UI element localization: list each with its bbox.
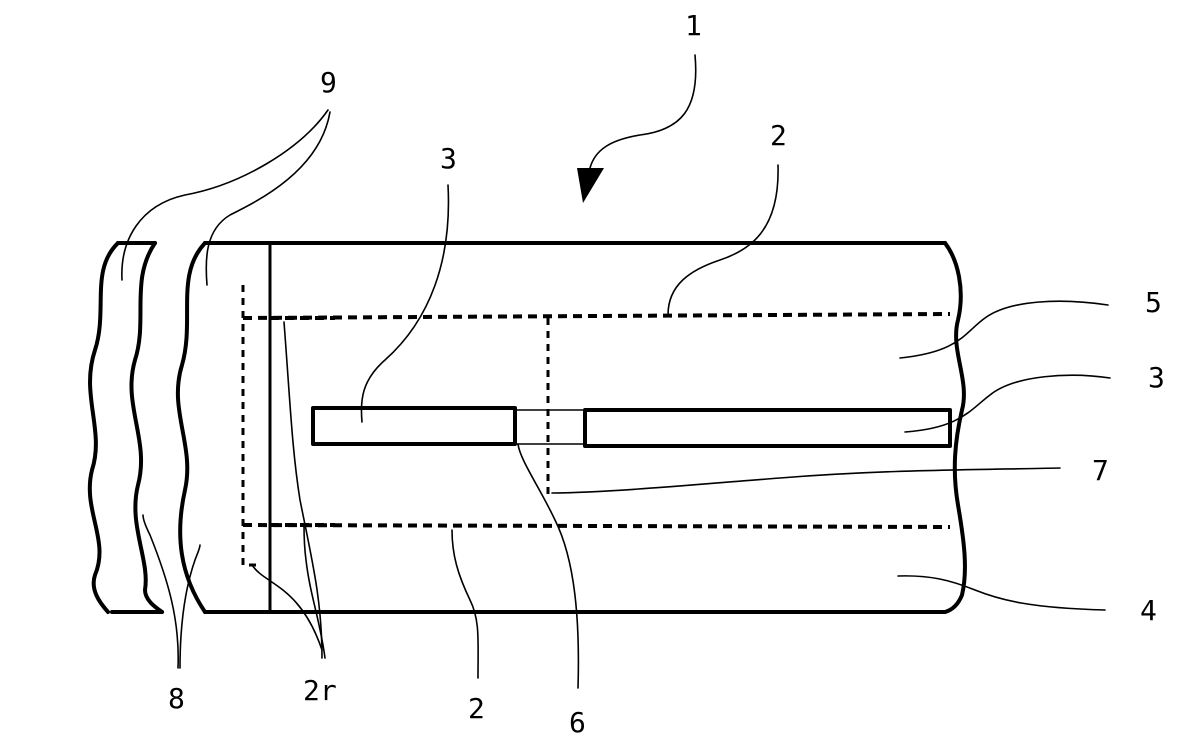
dotted-layer-outline: [241, 285, 951, 567]
main-body: [175, 241, 967, 614]
arrow-1: [577, 54, 697, 203]
label-2-bottom: 2: [468, 692, 485, 725]
label-4: 4: [1140, 594, 1157, 627]
label-3-right: 3: [1148, 361, 1165, 394]
leader-lines: [121, 109, 1111, 689]
label-1: 1: [685, 9, 702, 42]
label-9: 9: [320, 66, 337, 99]
label-2r: 2r: [303, 674, 337, 707]
label-3-top: 3: [440, 142, 457, 175]
reference-numerals: 1 9 3 2 5 3 7 4 8 2r 2 6: [168, 9, 1165, 739]
label-2-top: 2: [770, 119, 787, 152]
strip-conductors: [311, 406, 952, 448]
label-5: 5: [1145, 286, 1162, 319]
left-detached-strip: [87, 241, 164, 614]
label-7: 7: [1092, 454, 1109, 487]
label-6: 6: [569, 706, 586, 739]
label-8: 8: [168, 682, 185, 715]
